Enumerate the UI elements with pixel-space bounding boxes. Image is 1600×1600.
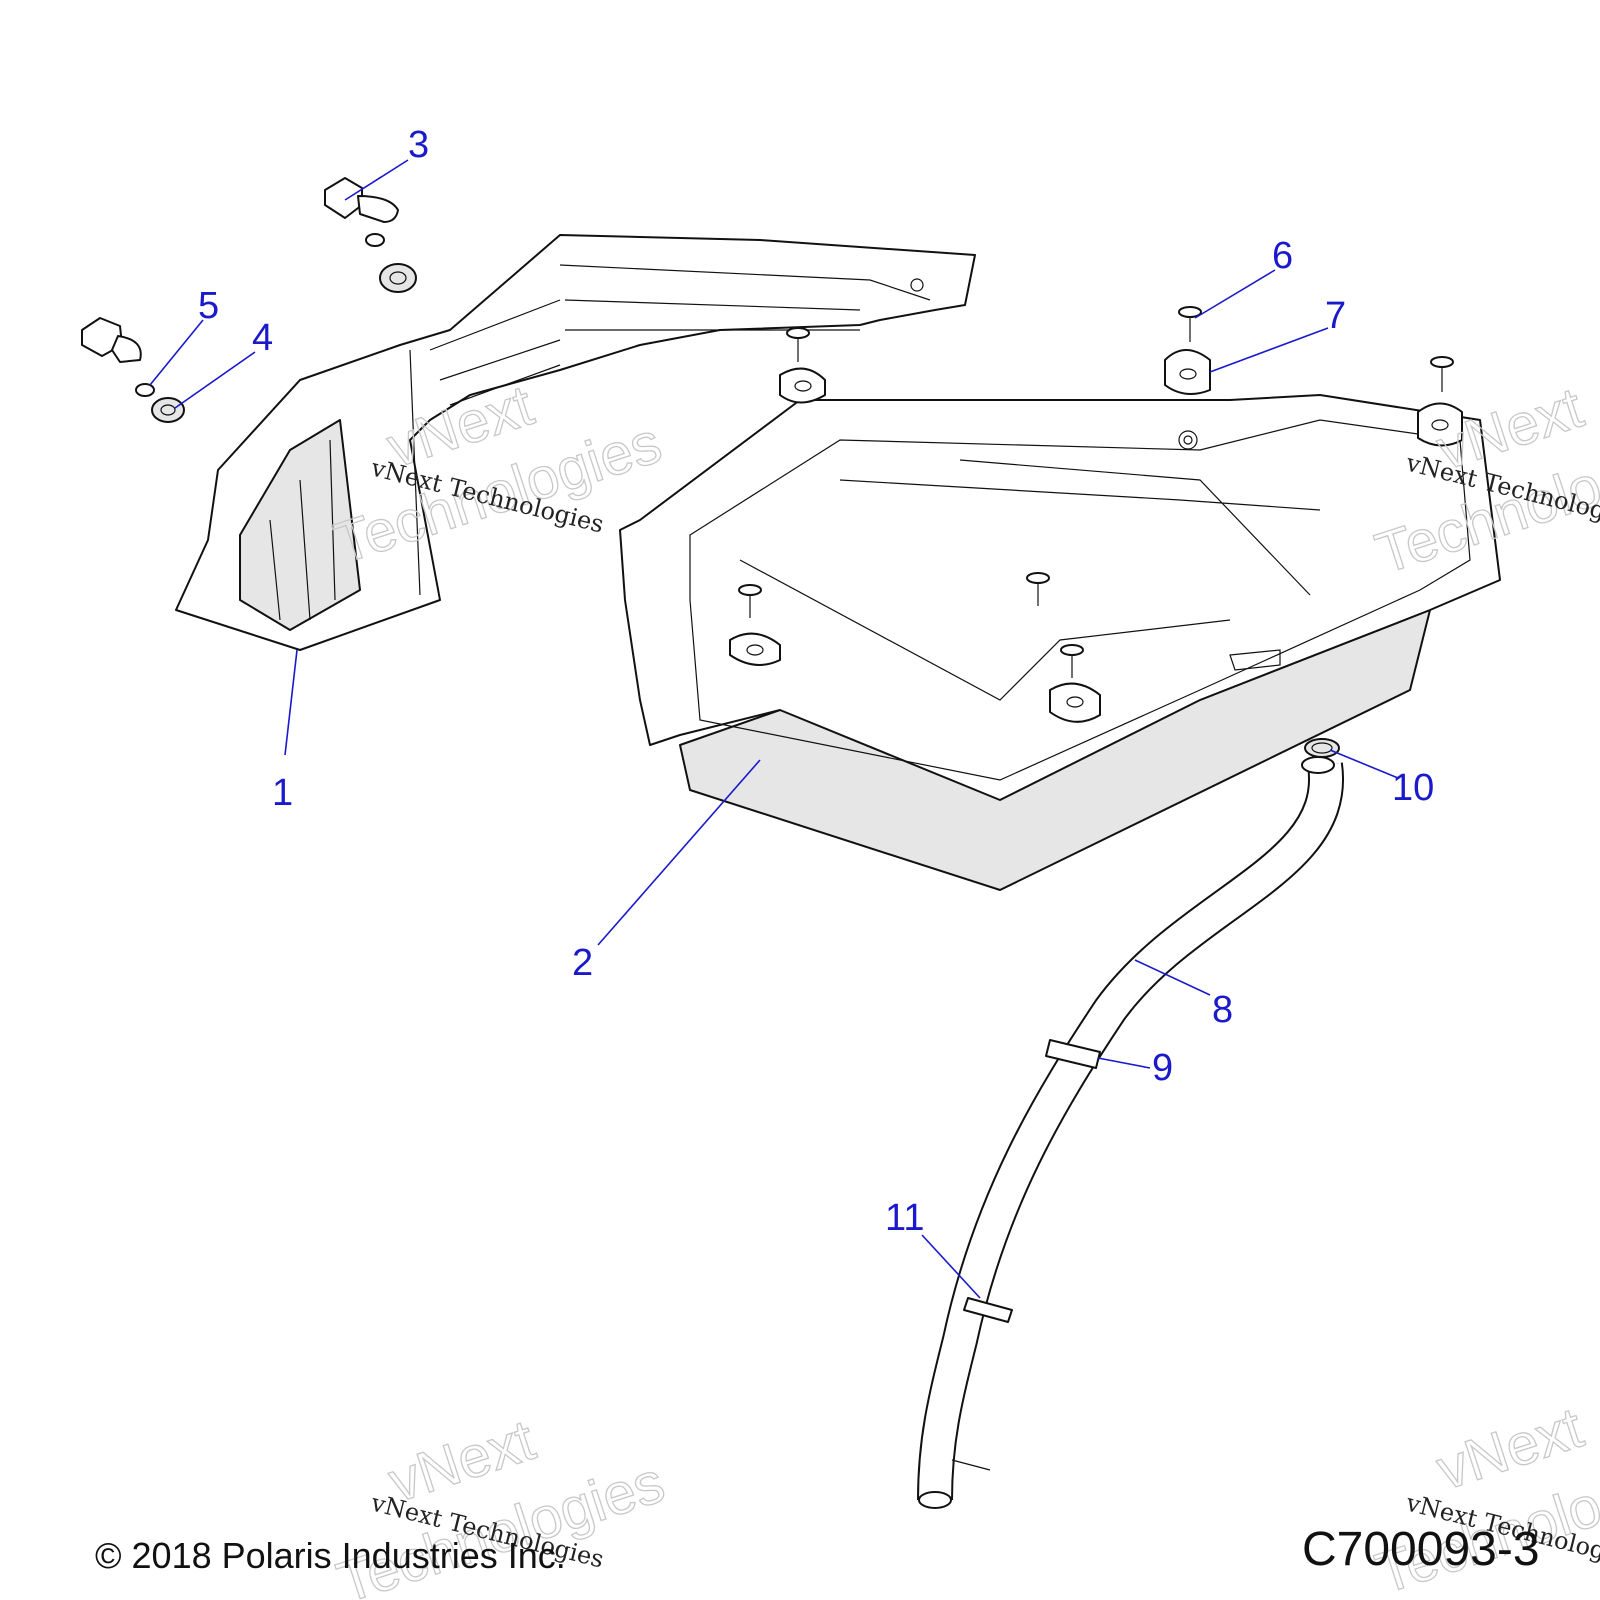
callout-9: 9 xyxy=(1152,1047,1173,1089)
screw-right xyxy=(1430,356,1454,392)
callout-11: 11 xyxy=(885,1197,924,1239)
d-ring-front-center xyxy=(1049,682,1101,723)
callout-numbers: 1 2 3 4 5 6 7 8 9 10 11 xyxy=(198,124,1434,1239)
latch-item-5 xyxy=(81,317,142,363)
clamp-item-10 xyxy=(1304,738,1340,758)
d-ring-left-rear xyxy=(779,367,826,404)
washer-item-5 xyxy=(135,383,155,397)
grommet-upper xyxy=(379,263,417,293)
drain-hose xyxy=(917,738,1345,1509)
grommet-item-4 xyxy=(151,397,185,423)
screw-tray-front xyxy=(1060,644,1084,678)
latch-item-3 xyxy=(324,177,399,223)
washer-upper xyxy=(365,233,385,247)
part-storage-tray xyxy=(619,394,1501,891)
callout-5: 5 xyxy=(198,285,219,327)
callout-8: 8 xyxy=(1212,989,1233,1031)
screw-panel xyxy=(786,327,810,362)
leader-lines xyxy=(149,159,1399,1299)
figure-id: C700093-3 xyxy=(1302,1523,1540,1576)
callout-6: 6 xyxy=(1272,235,1293,277)
latch-hardware xyxy=(81,177,417,423)
part-side-panel xyxy=(175,234,976,651)
screw-item-6 xyxy=(1178,306,1202,342)
screw-tray-left xyxy=(738,584,762,618)
screws xyxy=(738,306,1454,678)
copyright-notice: © 2018 Polaris Industries Inc. xyxy=(95,1535,566,1576)
d-ring-front-left xyxy=(729,632,781,666)
d-ring-right xyxy=(1417,402,1463,447)
clip-item-9 xyxy=(1045,1039,1101,1069)
callout-7: 7 xyxy=(1325,295,1346,337)
callout-3: 3 xyxy=(408,124,429,166)
callout-10: 10 xyxy=(1392,767,1434,809)
screw-tray-mid xyxy=(1026,572,1050,606)
d-ring-item-7 xyxy=(1164,349,1211,395)
callout-2: 2 xyxy=(572,942,593,984)
clip-item-11 xyxy=(963,1297,1013,1323)
callout-4: 4 xyxy=(252,317,273,359)
tie-down-rings xyxy=(729,349,1463,723)
callout-1: 1 xyxy=(272,772,293,814)
